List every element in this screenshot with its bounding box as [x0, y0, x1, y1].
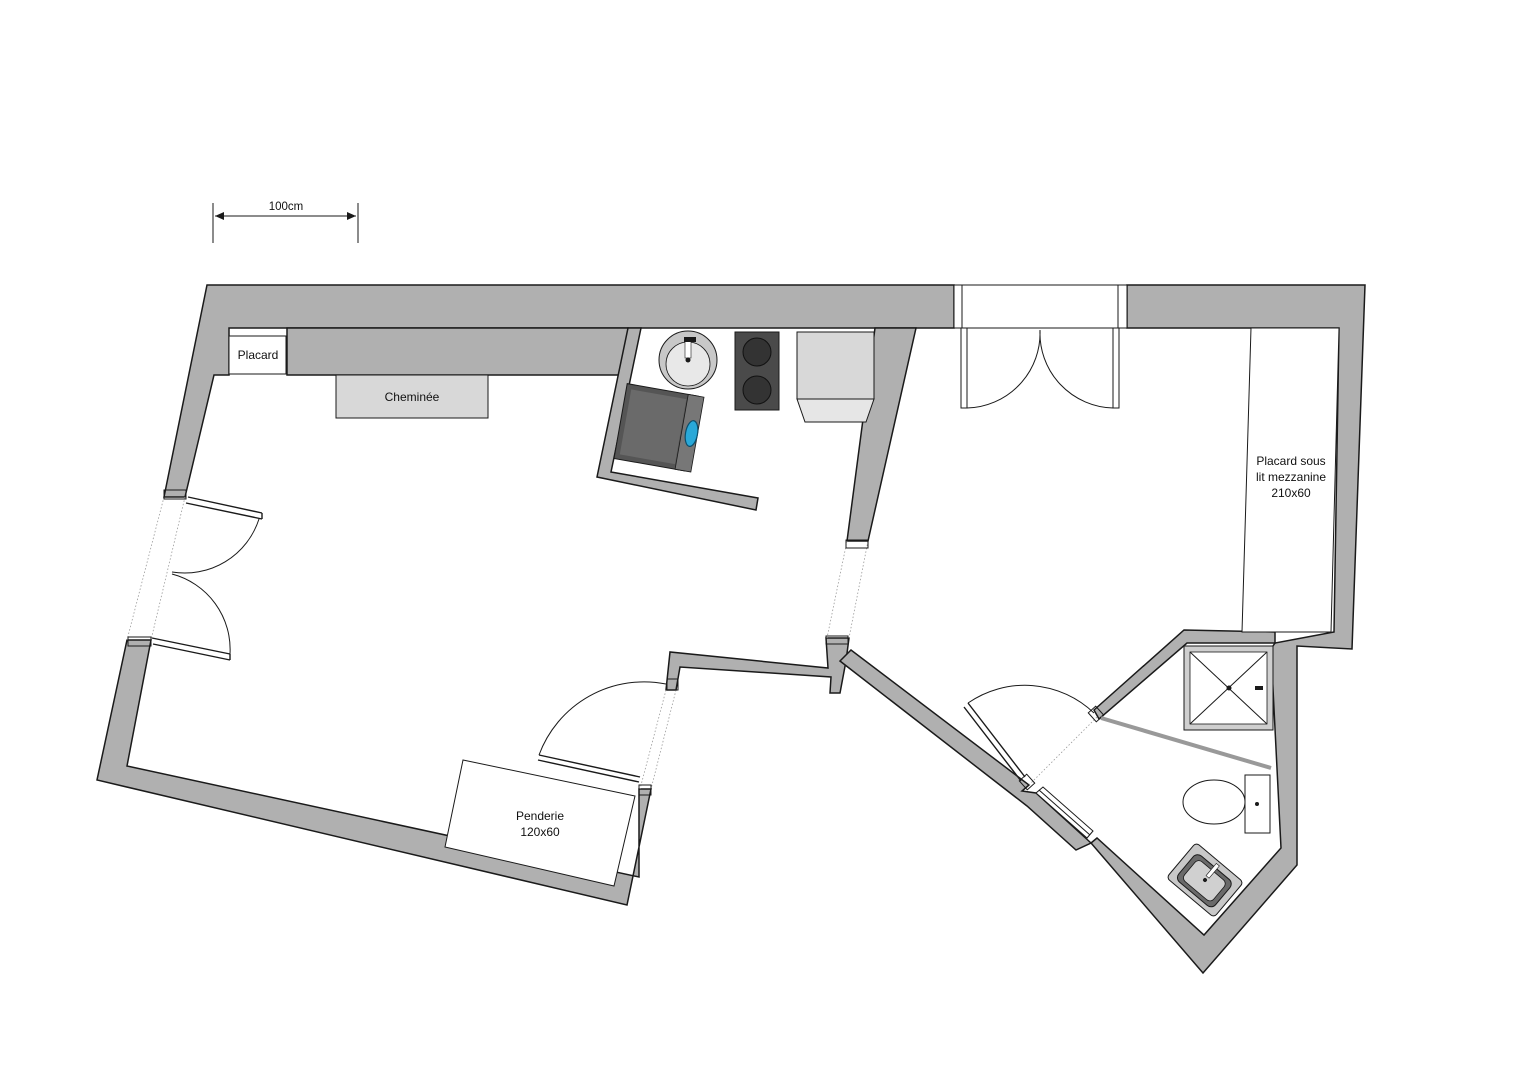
placard-mezzanine-label-1: Placard sous: [1256, 454, 1325, 468]
placard-mezzanine-label-3: 210x60: [1271, 486, 1311, 500]
toilet: [1182, 774, 1271, 834]
washing-machine: [613, 383, 705, 473]
shower: [1183, 645, 1274, 731]
placard-mezzanine-label-2: lit mezzanine: [1256, 470, 1326, 484]
penderie-label-2: 120x60: [520, 825, 560, 839]
bathroom-window: [1035, 786, 1094, 839]
bathroom-sink: [1167, 843, 1243, 917]
wall-partition-top: [286, 327, 629, 376]
wall-top-right: [1089, 284, 1366, 975]
wall-kitchen-left: [596, 327, 759, 511]
placard-mezzanine: Placard sous lit mezzanine 210x60: [1241, 327, 1340, 633]
placard: Placard: [228, 335, 287, 375]
bedroom-door: [537, 678, 679, 796]
wall-bathroom-left: [838, 649, 1093, 851]
cheminee-label: Cheminée: [385, 390, 440, 404]
penderie-label-1: Penderie: [516, 809, 564, 823]
placard-label: Placard: [238, 348, 279, 362]
fridge: [796, 331, 875, 423]
penderie: Penderie 120x60: [444, 759, 636, 887]
scale-bar: 100cm: [212, 201, 359, 243]
cheminee: Cheminée: [335, 374, 489, 419]
scale-label: 100cm: [269, 201, 304, 213]
middle-opening: [825, 539, 869, 645]
entrance-door: [953, 284, 1128, 409]
left-door: [126, 489, 263, 661]
wall-middle-lower: [665, 637, 850, 694]
cooktop: [734, 331, 780, 411]
kitchen-sink: [658, 330, 718, 390]
bathroom-door: [963, 684, 1105, 791]
shower-glass: [1100, 716, 1272, 770]
